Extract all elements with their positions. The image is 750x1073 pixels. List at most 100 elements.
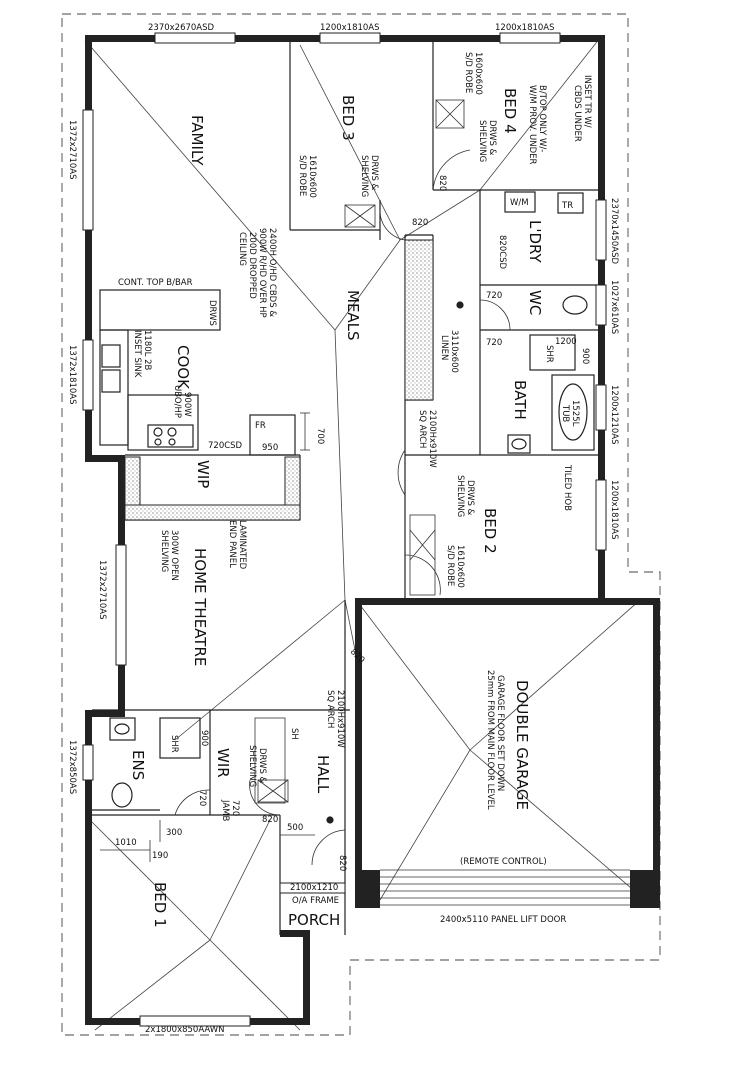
porch-frame-note: O/A FRAME [292,896,339,906]
trough-label: TR [561,201,573,211]
room-meals: MEALS [344,290,362,341]
bath-door-720: 720 [486,338,502,348]
window-openings [82,32,607,1027]
oven-label: UBO/HP [172,385,182,418]
breakfast-bar-label: CONT. TOP B/BAR [118,278,193,288]
room-double-garage: DOUBLE GARAGE [513,680,531,810]
sink-label: INSET SINK [132,330,142,378]
room-porch: PORCH [288,911,340,929]
linen-label: LINEN [439,335,449,360]
window-label-right-bed2: 1200x1810AS [609,480,619,540]
washing-machine-label: W/M [510,198,529,208]
ens-door-720: 720 [197,790,207,806]
pantry-door: 720CSD [208,441,243,451]
pantry-shelving-2: SHELVING [159,530,169,572]
bed4-door-820: 820 [437,175,447,191]
wir-shelf-label: SH [289,728,299,740]
hall-arch-label: SQ ARCH [325,690,335,728]
room-wip: WIP [194,460,212,488]
room-bed2: BED 2 [481,508,499,554]
wir-shelving: SHELVING [247,745,257,787]
arch-size: 2100Hx910W [427,410,437,468]
eaves-outline [61,13,661,1036]
room-bed3: BED 3 [339,95,357,141]
wir-drawers: DRWS & [257,748,267,784]
oven-size: 900W [182,392,192,417]
dimension-300: 300 [166,828,182,838]
room-cook: COOK [174,345,192,390]
bed2-shelving: SHELVING [455,475,465,517]
robes [254,99,465,804]
window-label-left-family: 1372x2710AS [67,120,77,180]
garage-floor-note-2: 25mm FROM MAIN FLOOR LEVEL [485,670,495,810]
wc-door-720: 720 [486,291,502,301]
family-ceiling-4: CEILING [237,232,247,266]
shower-label: SHR [544,345,554,363]
window-label-right-ldry: 2370x1450ASD [609,198,619,265]
fridge-depth: 700 [315,428,325,444]
room-bath: BATH [511,380,529,420]
window-label-left-theatre: 1372x2710AS [97,560,107,620]
room-ens: ENS [129,750,147,780]
arch-label: SQ ARCH [417,410,427,448]
laundry-note-1: INSET TR W/ [582,75,592,128]
ens-shower-label: SHR [169,735,179,753]
remote-control-label: (REMOTE CONTROL) [460,857,547,867]
fridge-width: 950 [262,443,278,453]
room-wir: WIR [214,748,232,778]
ens-shower-size: 900 [199,730,209,746]
roof-hip-lines [84,37,646,1031]
wir-jamb-label: JAMB [220,799,230,822]
wir-jamb-size: 720 [230,800,240,816]
garage-door [380,869,630,906]
shower-size-1200: 1200 [555,337,577,347]
sink-size: 1180L 2B [142,330,152,370]
window-label-right-wc: 1027x610AS [609,280,619,334]
window-label-top-right: 1200x1810AS [495,23,555,33]
room-bed4: BED 4 [501,88,519,134]
fridge-label: FR [255,421,266,431]
window-label-right-bath: 1200x1210AS [609,385,619,445]
window-labels: 2370x2670ASD 1200x1810AS 1200x1810AS 137… [67,23,619,1035]
end-panel-2: END PANEL [227,520,237,568]
window-label-top-mid: 1200x1810AS [320,23,380,33]
hall-arch-size: 2100Hx910W [335,690,345,748]
bed3-robe-type: S/D ROBE [297,155,307,196]
window-label-left-ens: 1372x850AS [67,740,77,794]
end-panel-1: LAMINATED [237,520,247,570]
dimension-lines [100,412,315,862]
bed4-robe-size: 1600x600 [473,52,483,95]
tub-size: 1525L [570,400,580,427]
bed4-robe-type: S/D ROBE [463,52,473,93]
dimension-190: 190 [152,851,168,861]
kitchen-benches [99,289,296,456]
garage-door-label: 2400x5110 PANEL LIFT DOOR [440,915,566,925]
porch-frame-label: 2100x1210 [290,883,338,893]
garage-floor-note-1: GARAGE FLOOR SET DOWN [495,675,505,791]
laundry-note-4: W/M PROV. UNDER [527,85,537,164]
dimension-500: 500 [287,823,303,833]
hatched-counters [124,239,434,521]
window-label-left-cook: 1372x1810AS [67,345,77,405]
door-swings [174,149,511,866]
window-label-bottom-bed1: 2x1800x850AAWN [145,1025,225,1035]
family-ceiling-1: 2400H O/HD CBDS & [267,228,277,317]
wet-area-fixtures [109,191,595,824]
room-labels: FAMILY BED 3 BED 4 L'DRY WC BATH MEALS C… [129,88,544,929]
garage-door-820: 820 [348,647,367,666]
bed2-robe-type: S/D ROBE [445,545,455,586]
drawers-label: DRWS [207,300,217,326]
entry-door-820: 820 [337,855,347,871]
laundry-note-2: CBDS UNDER [572,85,582,142]
tiled-hob-label: TILED HOB [562,464,572,511]
room-family: FAMILY [188,115,206,166]
pantry-shelving-1: 300W OPEN [169,530,179,581]
laundry-door-csd: 820CSD [497,235,507,270]
bed4-drawers: DRWS & [487,120,497,156]
shower-size-900: 900 [580,348,590,364]
bed1-door-820: 820 [262,815,278,825]
family-ceiling-3: 200D DROPPED [247,232,257,299]
bed3-drawers: DRWS & [369,155,379,191]
room-wc: WC [526,290,544,315]
